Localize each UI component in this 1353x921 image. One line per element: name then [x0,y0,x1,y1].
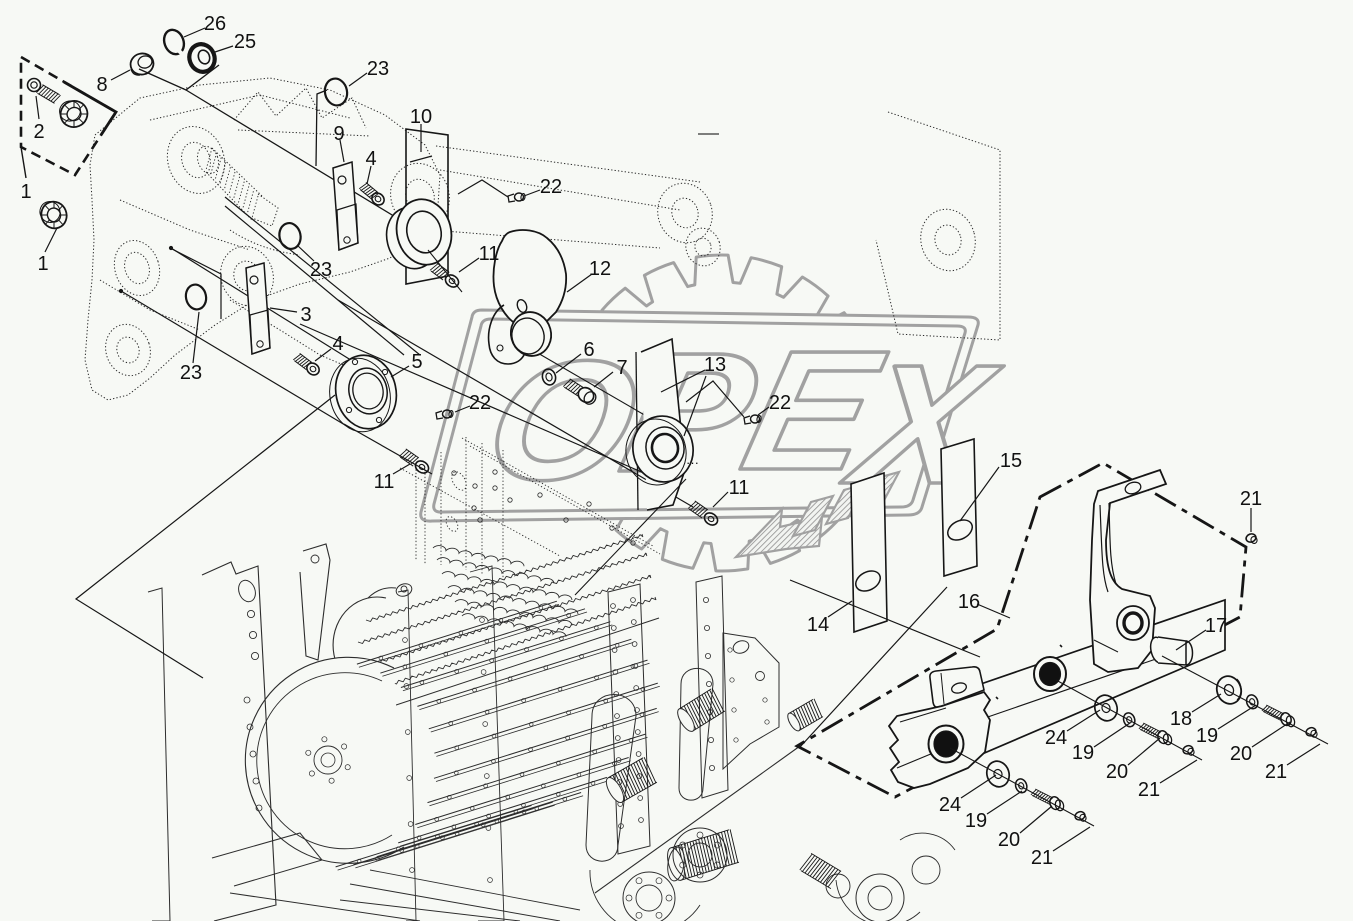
svg-text:7: 7 [616,357,627,379]
svg-text:11: 11 [479,243,500,265]
svg-text:9: 9 [333,123,344,145]
svg-text:25: 25 [234,31,256,53]
svg-text:16: 16 [958,591,980,613]
svg-text:4: 4 [332,333,343,355]
svg-text:···: ··· [686,455,699,470]
svg-text:1: 1 [37,253,48,275]
svg-text:8: 8 [96,74,107,96]
svg-text:4: 4 [365,148,376,170]
svg-text:12: 12 [589,258,611,280]
svg-text:23: 23 [367,58,389,80]
svg-text:23: 23 [310,259,332,281]
svg-text:18: 18 [1170,708,1192,730]
svg-text:15: 15 [1000,450,1022,472]
svg-text:3: 3 [300,304,311,326]
svg-text:21: 21 [1138,779,1160,801]
svg-text:19: 19 [965,810,987,832]
svg-text:19: 19 [1072,742,1094,764]
svg-text:2: 2 [33,121,44,143]
svg-text:5: 5 [411,351,422,373]
svg-text:24: 24 [939,794,961,816]
svg-text:21: 21 [1031,847,1053,869]
svg-text:11: 11 [729,477,750,499]
svg-text:20: 20 [1230,743,1252,765]
svg-text:21: 21 [1265,761,1287,783]
svg-text:6: 6 [583,339,594,361]
svg-text:22: 22 [540,176,562,198]
svg-text:26: 26 [204,13,226,35]
svg-text:11: 11 [374,471,395,493]
svg-text:22: 22 [469,392,491,414]
svg-text:20: 20 [998,829,1020,851]
svg-text:14: 14 [807,614,829,636]
svg-text:21: 21 [1240,488,1262,510]
svg-text:1: 1 [20,181,31,203]
svg-text:22: 22 [769,392,791,414]
svg-text:10: 10 [410,106,432,128]
svg-text:13: 13 [704,354,726,376]
svg-text:17: 17 [1205,615,1227,637]
svg-text:24: 24 [1045,727,1067,749]
svg-text:23: 23 [180,362,202,384]
svg-text:19: 19 [1196,725,1218,747]
svg-text:20: 20 [1106,761,1128,783]
